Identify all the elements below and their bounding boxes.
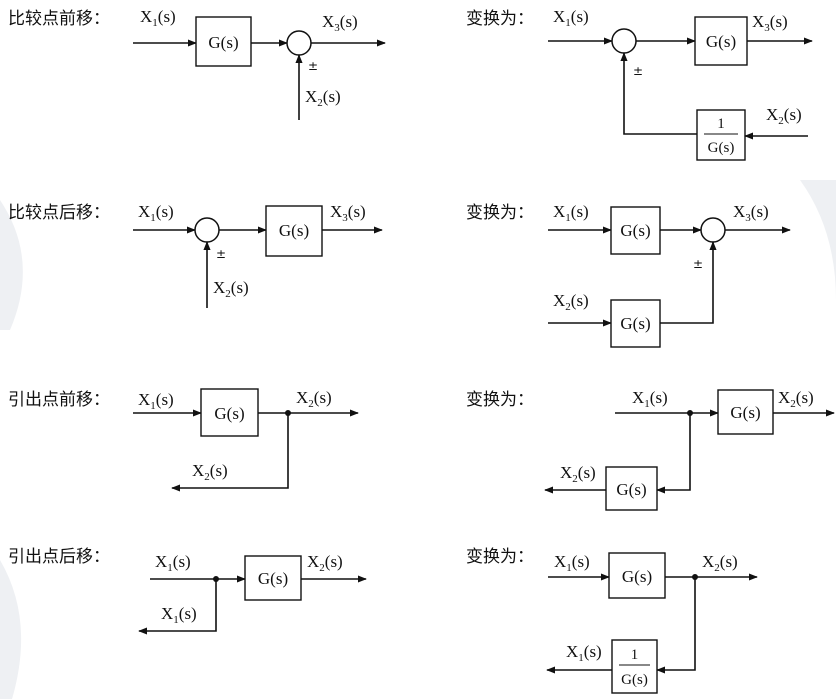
block-g-branch-label: G(s) (616, 480, 646, 499)
block-g-label: G(s) (258, 569, 288, 588)
diagram-summing-backward-transformed: 变换为： X1(s) G(s) X3(s) X2(s) G(s) ± (466, 202, 791, 348)
block-g-label: G(s) (214, 404, 244, 423)
signal-label-x1: X1(s) (632, 388, 668, 410)
sign-label: ± (216, 247, 226, 261)
pickoff-branch-arrow (656, 577, 696, 674)
block-g-upper-label: G(s) (620, 221, 650, 240)
diagram-summing-forward-transformed: 变换为： X1(s) G(s) X3(s) 1 G(s) X2(s) ± (466, 7, 813, 161)
signal-label-x1-branch: X1(s) (161, 604, 197, 626)
heading-pickoff-forward: 引出点前移： (8, 390, 110, 410)
inverse-denominator: G(s) (621, 672, 648, 688)
signal-label-x1: X1(s) (553, 202, 589, 224)
pickoff-branch-arrow (656, 413, 691, 494)
pickoff-branch-arrow (171, 413, 289, 492)
sign-label: ± (308, 59, 318, 73)
block-g-main-label: G(s) (730, 403, 760, 422)
inverse-numerator: 1 (631, 647, 639, 663)
lower-path-arrow (660, 241, 717, 324)
block-g-main (717, 389, 774, 435)
heading-summing-forward: 比较点前移： (8, 9, 110, 29)
signal-label-x1: X1(s) (553, 7, 589, 29)
signal-label-x2-branch: X2(s) (192, 461, 228, 483)
diagram-summing-forward-original: 比较点前移： X1(s) G(s) X3(s) ± X2(s) (8, 7, 386, 120)
summing-junction (194, 217, 220, 243)
summing-junction (700, 217, 726, 243)
block-g-branch (605, 466, 658, 511)
watermark (0, 180, 836, 699)
block-g-label: G(s) (706, 32, 736, 51)
block-g (244, 555, 302, 601)
signal-label-x2: X2(s) (766, 105, 802, 127)
heading-transform-1: 变换为： (466, 9, 534, 29)
signal-label-x2-branch: X2(s) (560, 463, 596, 485)
signal-label-x2-out: X2(s) (778, 388, 814, 410)
diagram-pickoff-forward-transformed: 变换为： X1(s) G(s) X2(s) G(s) X2(s) (466, 388, 835, 511)
summing-junction (286, 30, 312, 56)
block-inverse-g (696, 109, 746, 161)
block-g (195, 16, 252, 67)
signal-label-x1: X1(s) (140, 7, 176, 29)
signal-label-x3: X3(s) (752, 12, 788, 34)
signal-label-x1-branch: X1(s) (566, 642, 602, 664)
diagram-pickoff-backward-original: 引出点后移： X1(s) G(s) X2(s) X1(s) (8, 547, 367, 635)
signal-label-x2: X2(s) (305, 87, 341, 109)
heading-transform-3: 变换为： (466, 390, 534, 410)
inverse-numerator: 1 (717, 116, 725, 132)
block-inverse-g (611, 639, 658, 694)
feedback-arrow (620, 52, 697, 135)
diagram-pickoff-forward-original: 引出点前移： X1(s) G(s) X2(s) X2(s) (8, 388, 359, 492)
signal-label-x2: X2(s) (553, 291, 589, 313)
summing-junction (611, 28, 637, 54)
block-g (200, 388, 259, 437)
signal-label-x2: X2(s) (702, 552, 738, 574)
signal-label-x2-out: X2(s) (296, 388, 332, 410)
heading-pickoff-backward: 引出点后移： (8, 547, 110, 567)
sign-label: ± (633, 64, 643, 78)
signal-label-x1: X1(s) (554, 552, 590, 574)
block-g-lower (610, 299, 661, 348)
pickoff-branch-arrow (138, 579, 217, 635)
sign-label: ± (693, 257, 703, 271)
diagram-summing-backward-original: 比较点后移： X1(s) G(s) X3(s) ± X2(s) (8, 202, 383, 308)
block-g-label: G(s) (279, 221, 309, 240)
block-g-label: G(s) (622, 567, 652, 586)
block-g-lower-label: G(s) (620, 314, 650, 333)
signal-label-x3: X3(s) (330, 202, 366, 224)
signal-label-x1: X1(s) (138, 390, 174, 412)
diagram-pickoff-backward-transformed: 变换为： X1(s) G(s) X2(s) 1 G(s) X1(s) (466, 547, 758, 694)
block-g (608, 552, 666, 599)
inverse-denominator: G(s) (708, 140, 735, 156)
signal-label-x2: X2(s) (307, 552, 343, 574)
signal-label-x2: X2(s) (213, 278, 249, 300)
signal-label-x3: X3(s) (322, 12, 358, 34)
block-g (265, 205, 323, 257)
heading-transform-4: 变换为： (466, 547, 534, 567)
signal-label-x1: X1(s) (138, 202, 174, 224)
signal-label-x1: X1(s) (155, 552, 191, 574)
heading-summing-backward: 比较点后移： (8, 203, 110, 223)
heading-transform-2: 变换为： (466, 203, 534, 223)
block-g-label: G(s) (208, 33, 238, 52)
signal-label-x3: X3(s) (733, 202, 769, 224)
block-g-upper (610, 206, 661, 255)
